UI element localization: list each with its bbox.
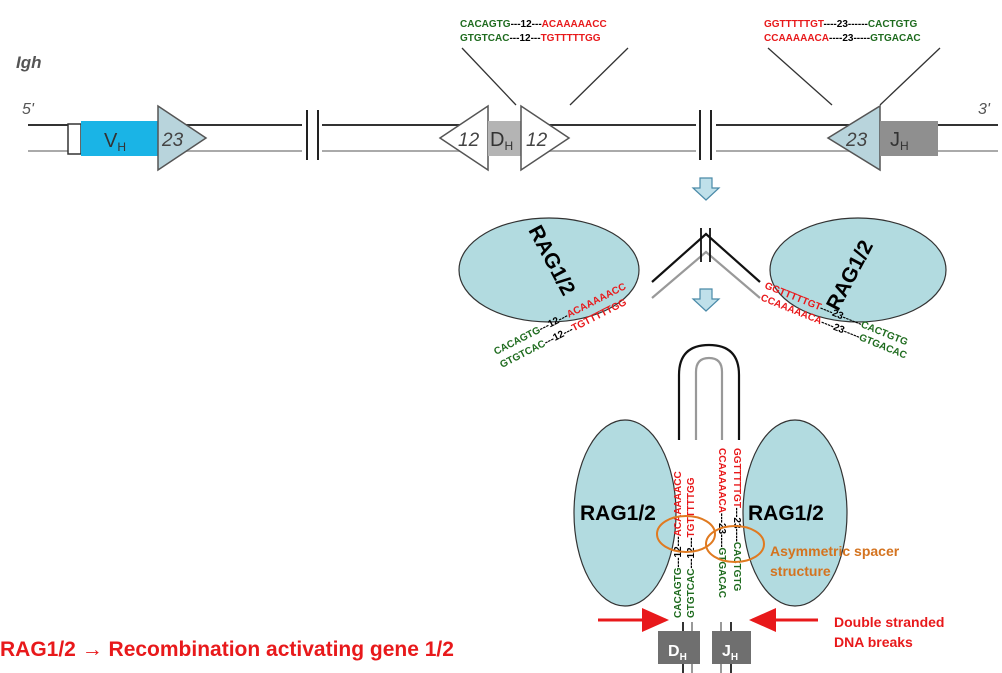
dna-loop-outer [677, 343, 741, 440]
v-segment-label: VH [104, 130, 126, 154]
zoom-line [569, 47, 629, 106]
rss-12-sequence-bottom: GTGTCAC---12---TGTTTTTGG [686, 477, 697, 618]
leader-exon [67, 123, 82, 155]
rag-complex-ellipse [742, 419, 848, 607]
j-segment [880, 121, 938, 156]
dsb-label: DNA breaks [834, 634, 913, 650]
rag-label: RAG1/2 [580, 502, 656, 525]
dna-loop-inner [694, 356, 724, 440]
rss-23-sequence-top: GGTTTTTGT---23----CACTGTG [731, 448, 742, 592]
dh-segment [658, 631, 700, 664]
jh-segment [712, 631, 751, 664]
rss-12-sequence-top: CACAGTG---12---ACAAAAACC [460, 19, 607, 30]
spacer-circle-23 [705, 525, 765, 563]
down-arrow-icon [691, 177, 721, 201]
rss-23-label: 23 [161, 130, 184, 151]
bent-dna-bottom [651, 250, 761, 299]
d-segment [488, 121, 521, 156]
rss-23-sequence-bottom: CCAAAAACA----23-----GTGACAC [764, 33, 921, 44]
rss-12-label: 12 [458, 130, 480, 151]
dna-break-mark [700, 228, 711, 262]
v-segment [81, 121, 158, 156]
dna-break-mark [696, 110, 716, 160]
rss-12-triangle [520, 104, 571, 172]
spacer-circle-12 [656, 515, 716, 553]
rss-12-label: 12 [526, 130, 548, 151]
zoom-line [879, 47, 941, 106]
zoom-line [767, 47, 833, 106]
five-prime-label: 5' [22, 101, 35, 118]
dh-label: DH [668, 643, 687, 663]
jh-label: JH [722, 643, 738, 663]
rag-complex-ellipse [769, 217, 947, 323]
rss-23-sequence-bottom: CCAAAAACA---23----GTGACAC [716, 448, 727, 598]
gene-name: Igh [16, 53, 42, 72]
rss-12-sequence-bottom: GTGTCAC---12---TGTTTTTGG [460, 33, 601, 44]
rss-23-sequence-top: GGTTTTTGT----23------CACTGTG [764, 19, 918, 30]
d-segment-label: DH [490, 129, 513, 153]
rss-12-sequence-top: CACAGTG---12---ACAAAAACC [673, 471, 684, 618]
j-segment-label: JH [890, 129, 909, 153]
rss-23-label: 23 [845, 130, 868, 151]
zoom-line [461, 47, 517, 106]
footer-definition: RAG1/2 → Recombination activating gene 1… [0, 638, 454, 661]
asymmetric-spacer-label: Asymmetric spacer [770, 543, 900, 559]
down-arrow-icon [691, 288, 721, 312]
rag-label: RAG1/2 [748, 502, 824, 525]
three-prime-label: 3' [978, 101, 991, 118]
dna-break-mark [302, 110, 322, 160]
bent-dna-top [651, 232, 761, 283]
dsb-label: Double stranded [834, 614, 944, 630]
rag-complex-ellipse [458, 217, 640, 323]
rag-complex-ellipse [573, 419, 677, 607]
asymmetric-spacer-label: structure [770, 563, 831, 579]
rss-23-triangle [157, 104, 208, 172]
